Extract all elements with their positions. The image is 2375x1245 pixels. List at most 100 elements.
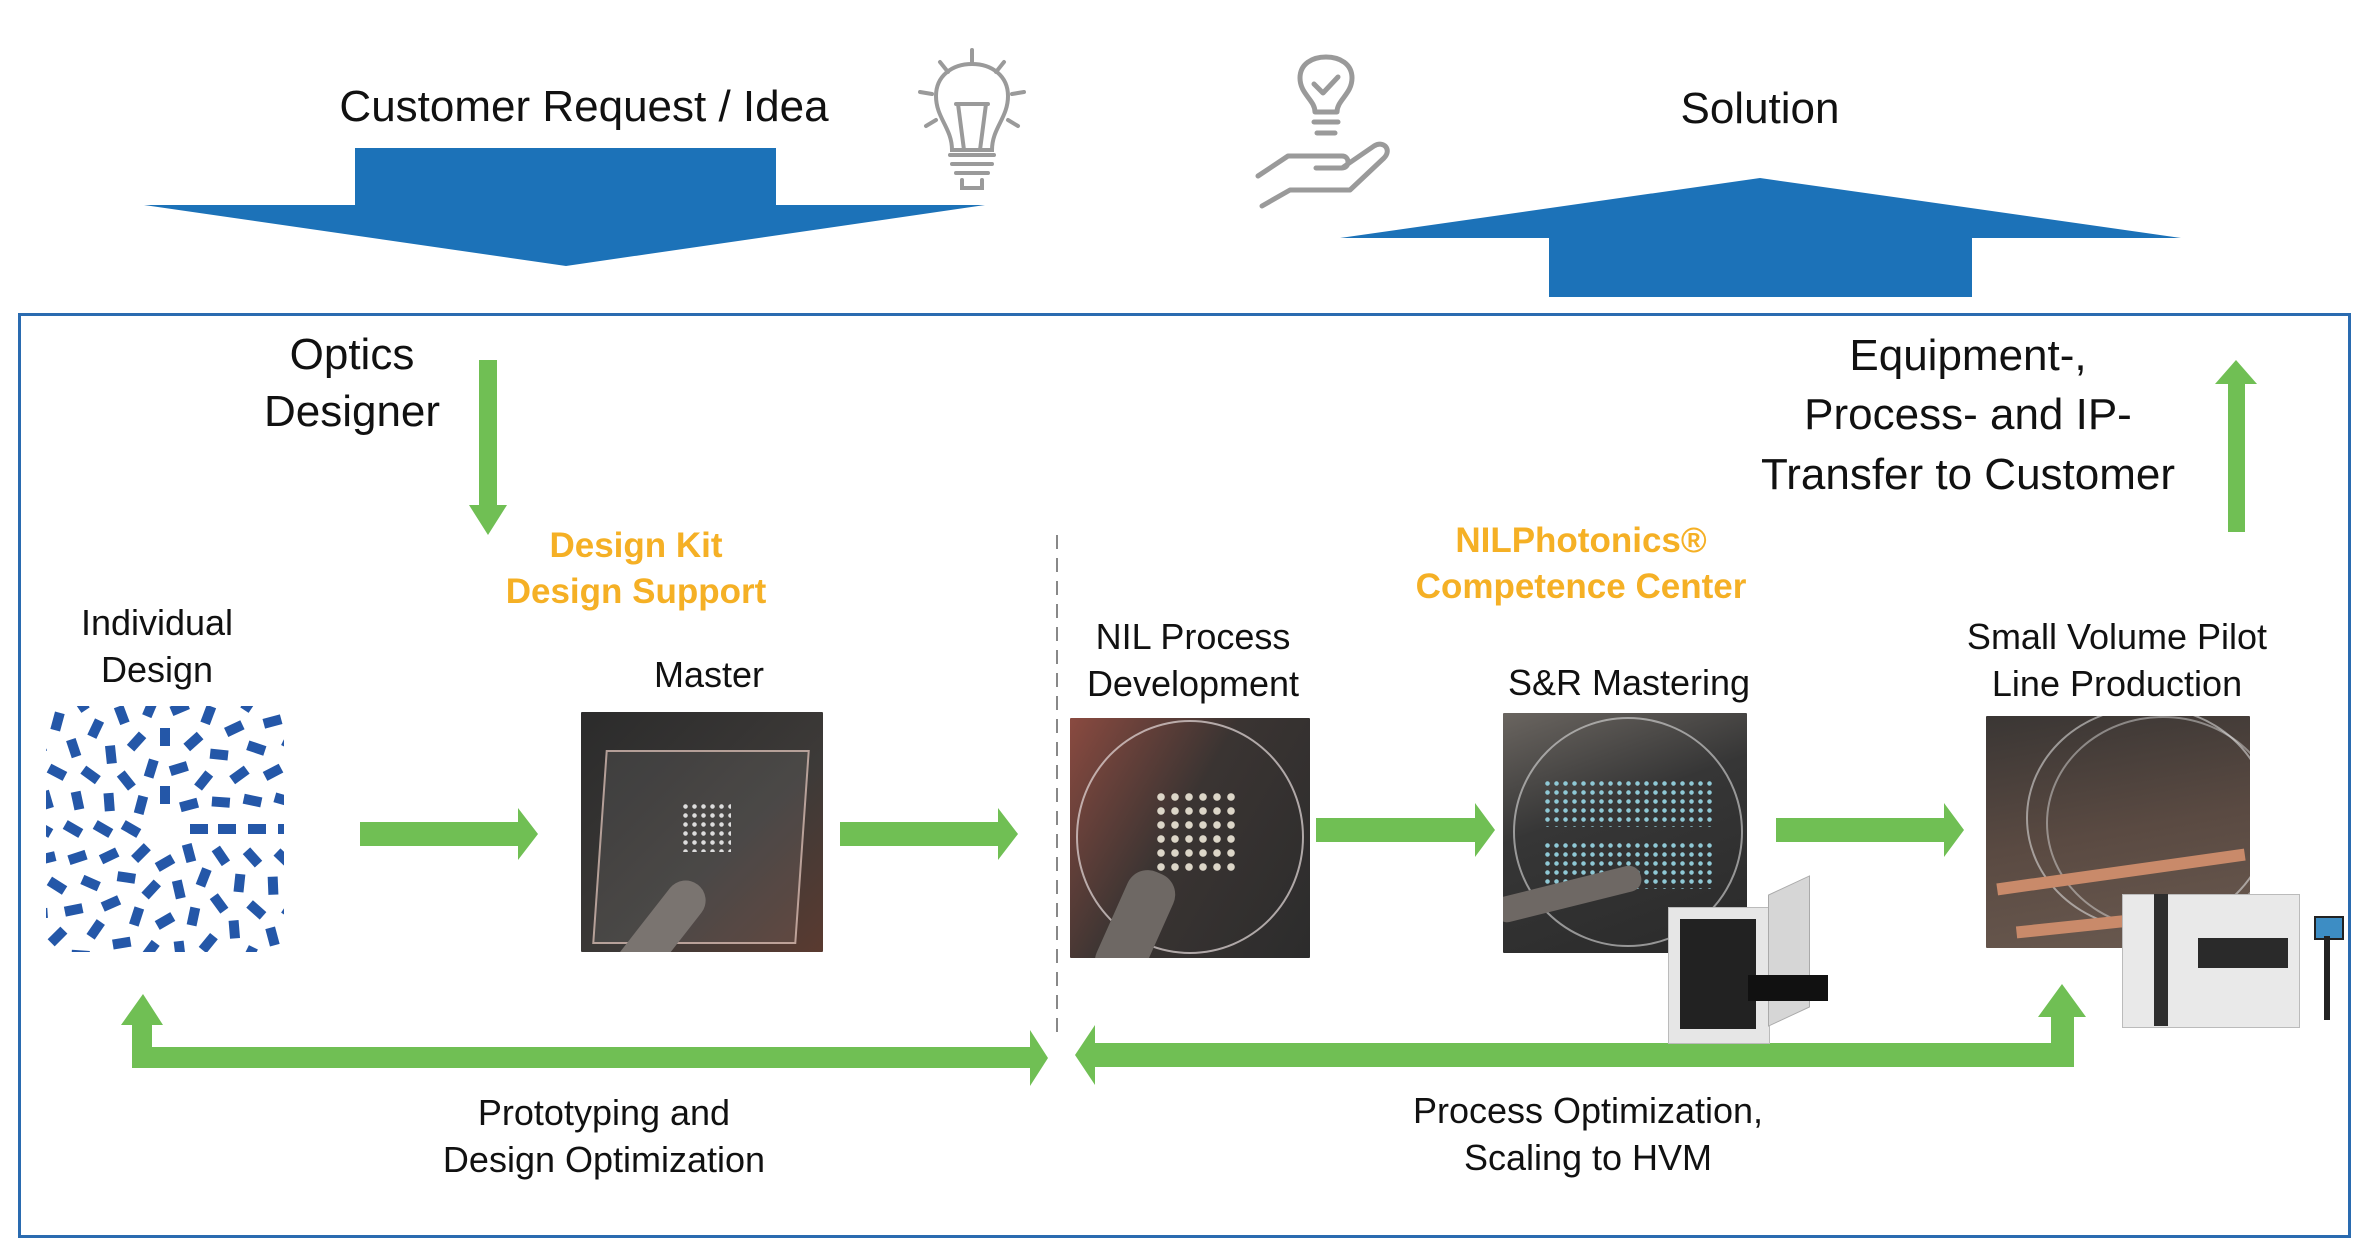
pattern-dash [46, 789, 54, 810]
pattern-dash [211, 796, 231, 808]
pattern-dash [262, 714, 283, 729]
pattern-dash [179, 797, 200, 813]
pattern-dash [80, 874, 101, 892]
solution-label: Solution [1680, 84, 1840, 133]
lightbulb-idea-icon [918, 48, 1026, 190]
process-optimization-label: Process Optimization, Scaling to HVM [1412, 1090, 1764, 1178]
pattern-dash [273, 848, 284, 869]
wafer [1513, 717, 1743, 947]
pattern-dash [140, 939, 160, 952]
pattern-dash [46, 820, 54, 838]
pattern-dash [46, 734, 48, 755]
pattern-dash [273, 792, 284, 808]
pattern-dash [87, 718, 105, 739]
pattern-dash [262, 763, 284, 781]
pattern-dash [70, 790, 85, 811]
pattern-dash [116, 871, 136, 884]
transfer-label: Equipment-, Process- and IP- Transfer to… [1760, 331, 2176, 499]
master-label: Master [653, 654, 765, 695]
pattern-dash [154, 912, 176, 930]
pattern-dash [46, 763, 68, 781]
pilot-line-label: Small Volume Pilot Line Production [1966, 616, 2268, 704]
sr-mastering-label: S&R Mastering [1507, 662, 1751, 703]
pattern-dash [62, 820, 84, 838]
pattern-dash [183, 731, 204, 752]
pattern-dash [246, 740, 267, 756]
pattern-dash [103, 792, 115, 812]
pattern-dash [169, 706, 190, 717]
pattern-dash [171, 879, 186, 900]
pattern-dash [66, 737, 82, 759]
individual-design-label: Individual Design [80, 602, 234, 690]
pattern-dash [218, 824, 236, 834]
pattern-dash [281, 904, 284, 923]
metalens-pattern [46, 706, 284, 952]
customer-request-label: Customer Request / Idea [339, 82, 829, 131]
pattern-dash [242, 793, 263, 808]
pattern-dash [71, 949, 90, 952]
competence-center-label: NILPhotonics® Competence Center [1415, 521, 1747, 606]
nil-to-sr-arrow [1316, 803, 1495, 857]
pattern-dash [46, 876, 68, 895]
design-to-master-arrow [360, 808, 538, 860]
sr-mastering-tool [1668, 875, 1828, 1060]
pattern-dash [133, 794, 149, 815]
pattern-dash [198, 932, 218, 952]
pattern-dash [46, 851, 57, 866]
pattern-dash [92, 820, 114, 838]
lens-array-top [1543, 779, 1713, 827]
individual-design-image [46, 706, 284, 952]
pattern-dash [126, 731, 147, 752]
pattern-dash [209, 748, 229, 761]
pattern-dash [233, 873, 246, 893]
sr-to-pilot-arrow [1776, 803, 1964, 857]
pattern-dash [46, 907, 48, 920]
pattern-dash [267, 876, 279, 895]
pattern-dash [160, 728, 170, 746]
pattern-dash [50, 711, 65, 732]
pattern-dash [242, 847, 263, 868]
pattern-dash [143, 758, 159, 779]
pattern-dash [80, 765, 101, 785]
pattern-dash [160, 786, 170, 804]
hand-holding-lightbulb-check-icon [1255, 54, 1390, 209]
optics-designer-label: Optics Designer [263, 330, 441, 437]
pattern-dash [168, 761, 189, 776]
pattern-dash [278, 824, 284, 834]
nil-process-photo [1070, 718, 1310, 958]
master-photo [581, 712, 823, 952]
wafer [1076, 720, 1304, 954]
pattern-dash [86, 919, 105, 940]
pattern-dash [63, 903, 84, 917]
pattern-dash [190, 824, 208, 834]
pattern-dash [120, 820, 142, 838]
pattern-dash [142, 706, 159, 719]
pattern-dash [98, 847, 120, 865]
pattern-dash [211, 845, 231, 867]
pattern-dash [113, 706, 130, 726]
lens-array [681, 802, 731, 852]
pattern-dash [100, 895, 122, 912]
design-kit-label: Design Kit Design Support [505, 526, 767, 611]
transfer-up-arrow [2215, 360, 2257, 532]
pattern-dash [229, 765, 250, 785]
pattern-dash [228, 920, 241, 939]
pattern-dash [248, 824, 266, 834]
optics-designer-down-arrow [469, 360, 507, 535]
solution-up-arrow [1340, 178, 2181, 297]
customer-request-down-arrow [144, 148, 985, 266]
pattern-dash [67, 849, 88, 865]
pattern-dash [281, 736, 284, 754]
pattern-dash [129, 906, 145, 927]
pattern-dash [71, 706, 90, 713]
pattern-dash [181, 843, 197, 864]
pattern-dash [246, 900, 267, 920]
pattern-dash [112, 936, 132, 950]
process-optimization-feedback-arrow [1075, 984, 2086, 1085]
process-frame [18, 313, 2351, 1238]
pattern-dash [195, 867, 212, 888]
pattern-dash [240, 945, 258, 952]
pattern-dash [200, 706, 217, 726]
pattern-dash [209, 893, 229, 914]
